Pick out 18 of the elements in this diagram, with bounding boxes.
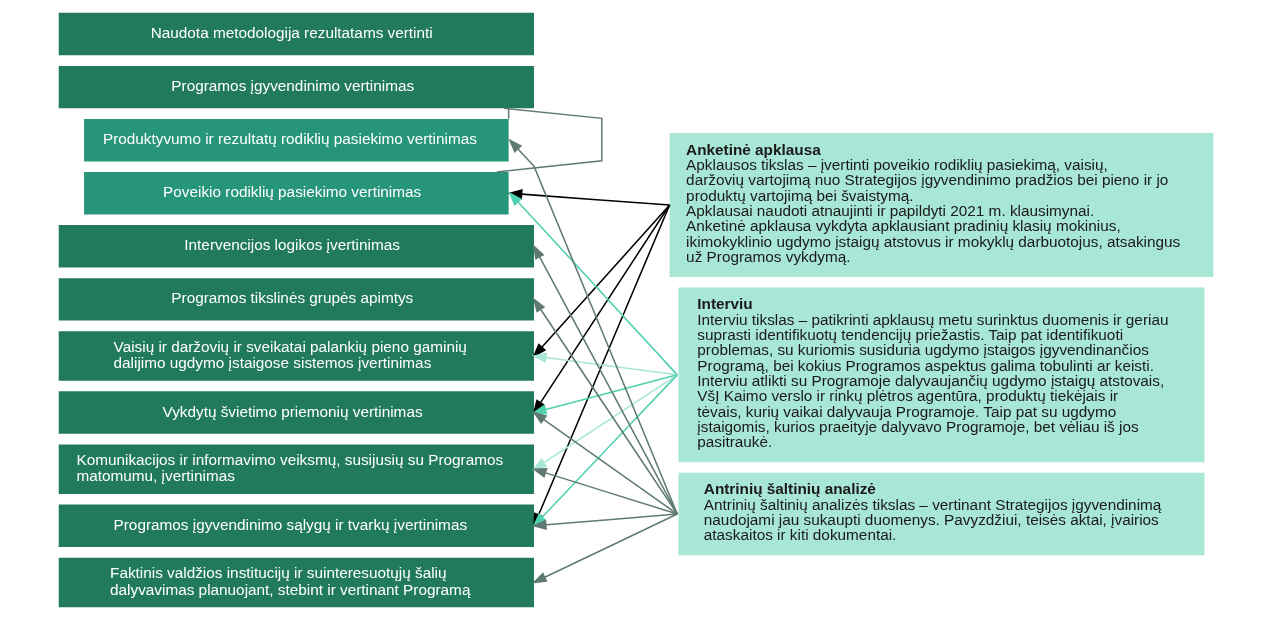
node-box: Faktinis valdžios institucijų ir suinteresuotųjų šalių dalyvavimas planuojant, stebint ir vertinant Programą — [58, 557, 534, 608]
node-box: Komunikacijos ir informavimo veiksmų, susijusių su Programos matomumu, įvertinimas — [58, 444, 534, 494]
node-box: Programos įgyvendinimo sąlygų ir tvarkų įvertinimas — [58, 504, 534, 548]
arrow — [531, 468, 678, 515]
node-box: Produktyvumo ir rezultatų rodiklių pasiekimo vertinimas — [83, 118, 509, 162]
node-box: Interviu Interviu tikslas – patikrinti apklausų metu surinktus duomenis ir geriau suprasti identifikuotų tendencijų priežastis. Taip pat identifikuoti problemas, su kuriomis susiduria ugdymo įstaigos įgyvendinančios Programą, bei kokius Programos aspektus galima tobulinti ar keisti. Interviu atlikti su Programoje dalyvaujančių ugdymo įstaigų atstovais, VšĮ Kaimo verslo ir rinkų plėtros agentūra, produktų tiekėjais ir tėvais, kurių vaikai dalyvauja Programoje. Taip pat su ugdymo įstaigomis, kurios praeityje dalyvavo Programoje, bet vėliau iš jos pasitraukė. — [677, 287, 1204, 463]
node-box: Vykdytų švietimo priemonių vertinimas — [58, 391, 534, 434]
arrow — [531, 204, 670, 358]
arrow — [531, 352, 678, 376]
node-box: Poveikio rodiklių pasiekimo vertinimas — [83, 172, 509, 215]
node-box: Anketinė apklausa Apklausos tikslas – įvertinti poveikio rodiklių pasiekimą, vaisių, daržovių vartojimą nuo Strategijos įgyvendinimo pradžios bei pieno ir jo produktų vartojimą bei švaistymą. Apklausai naudoti atnaujinti ir papildyti 2021 m. klausimynai. Anketinė apklausa vykdyta apklausiant pradinių klasių mokinius, ikimokyklinio ugdymo įstaigų atstovus ir mokyklų darbuotojus, atsakingus už Programos vykdymą. — [669, 133, 1213, 277]
node-box: Antrinių šaltinių analizė Antrinių šaltinių analizės tikslas – vertinant Strategijos įgyvendinimą naudojami jau sukaupti duomenys. Pavyzdžiui, teisės aktai, įvairios ataskaitos ir kiti dokumentai. — [677, 472, 1204, 556]
node-box: Naudota metodologija rezultatams vertinti — [58, 12, 534, 56]
node-box: Programos tikslinės grupės apimtys — [58, 278, 534, 321]
node-box: Intervencijos logikos įvertinimas — [58, 225, 534, 268]
node-box: Programos įgyvendinimo vertinimas — [58, 65, 534, 109]
node-box: Vaisių ir daržovių ir sveikatai palankių pieno gaminių dalijimo ugdymo įstaigose sistemos įvertinimas — [58, 331, 534, 381]
arrow — [531, 411, 678, 515]
